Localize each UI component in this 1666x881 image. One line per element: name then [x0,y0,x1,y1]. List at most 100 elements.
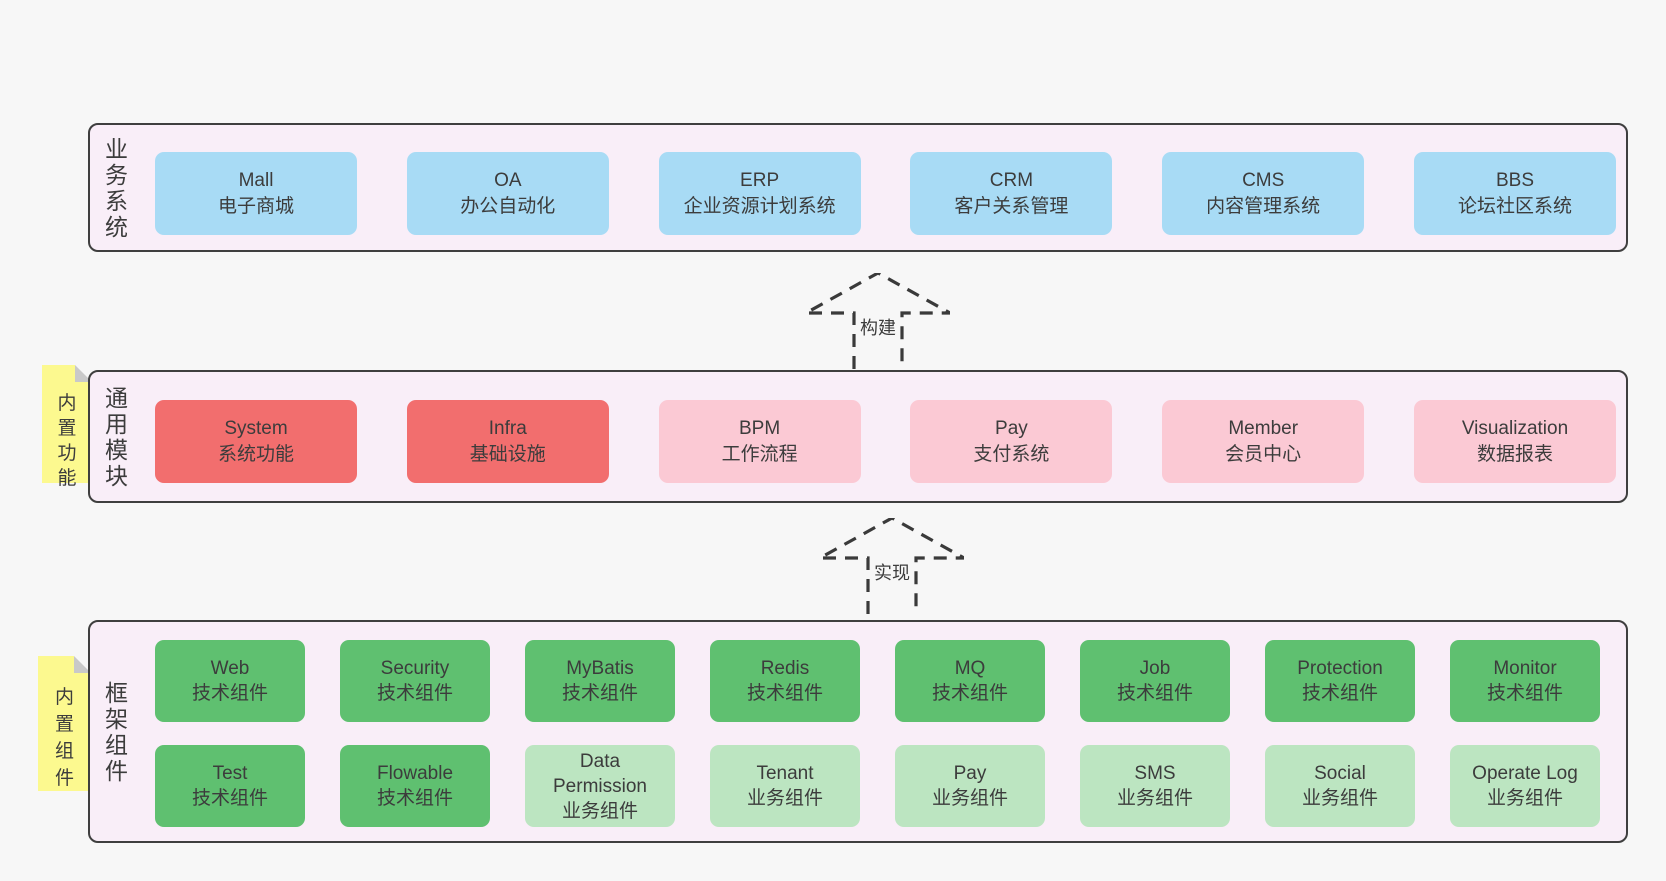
layer-title-vertical: 框架组件 [105,679,128,784]
module-name: MQ [954,658,986,679]
folded-corner-icon [75,365,92,382]
module-box-pay: Pay 业务组件 [895,745,1045,827]
module-name: Tenant [756,763,814,784]
dashed-up-arrow-icon [806,273,950,369]
module-desc: 技术组件 [191,683,268,704]
layer-title-vertical: 通用模块 [105,384,128,489]
module-name: Monitor [1493,658,1557,679]
module-name: CMS [1242,169,1285,191]
module-desc: 技术组件 [376,683,453,704]
module-desc: 支付系统 [973,443,1050,465]
module-name: SMS [1134,763,1176,784]
module-name: Pay [995,417,1028,439]
module-box-social: Social 业务组件 [1265,745,1415,827]
module-desc: 办公自动化 [460,195,556,217]
module-box-protection: Protection 技术组件 [1265,640,1415,722]
module-name: System [224,417,288,439]
module-desc: 工作流程 [721,443,798,465]
sticky-note-label: 内置功能 [57,393,77,489]
module-desc: 系统功能 [217,443,294,465]
module-name: BBS [1495,169,1534,191]
module-desc: 数据报表 [1476,443,1553,465]
module-desc: 企业资源计划系统 [683,195,836,217]
module-name: Protection [1297,658,1383,679]
sticky-note-label: 内置组件 [54,687,74,789]
module-box-cms: CMS 内容管理系统 [1162,152,1365,235]
module-box-web: Web 技术组件 [155,640,305,722]
module-box-mybatis: MyBatis 技术组件 [525,640,675,722]
module-desc: 内容管理系统 [1206,195,1321,217]
module-desc: 业务组件 [746,788,823,809]
module-box-system: System 系统功能 [155,400,357,483]
arrow-label: 实现 [871,559,913,585]
module-name: Web [210,658,250,679]
module-desc: 业务组件 [1301,788,1378,809]
module-desc: 技术组件 [376,788,453,809]
module-box-operate-log: Operate Log 业务组件 [1450,745,1600,827]
module-name: Test [212,763,248,784]
arrow-label: 构建 [857,314,899,340]
module-desc: 技术组件 [1486,683,1563,704]
module-desc: 业务组件 [1486,788,1563,809]
sticky-note-builtin-components: 内置组件 [38,656,91,791]
module-box-redis: Redis 技术组件 [710,640,860,722]
module-name: Security [380,658,450,679]
module-desc: 论坛社区系统 [1457,195,1572,217]
module-desc: 技术组件 [746,683,823,704]
module-box-pay: Pay 支付系统 [910,400,1113,483]
arrow-build-up: 构建 [806,273,950,369]
module-name: Mall [238,169,274,191]
module-desc: 业务组件 [931,788,1008,809]
module-box-security: Security 技术组件 [340,640,490,722]
module-name: MyBatis [566,658,634,679]
module-box-flowable: Flowable 技术组件 [340,745,490,827]
module-desc: 业务组件 [1116,788,1193,809]
module-box-crm: CRM 客户关系管理 [910,152,1113,235]
module-desc: 技术组件 [1301,683,1378,704]
module-box-data-permission: Data Permission 业务组件 [525,745,675,827]
arrow-implement-up: 实现 [820,518,964,614]
dashed-up-arrow-icon [820,518,964,614]
module-name: Pay [953,763,987,784]
module-name: Redis [760,658,810,679]
module-box-erp: ERP 企业资源计划系统 [658,152,861,235]
module-box-sms: SMS 业务组件 [1080,745,1230,827]
module-desc: 技术组件 [191,788,268,809]
module-desc: 会员中心 [1225,443,1302,465]
module-box-bbs: BBS 论坛社区系统 [1413,152,1616,235]
module-name: CRM [989,169,1034,191]
module-name: Flowable [376,763,454,784]
module-box-tenant: Tenant 业务组件 [710,745,860,827]
module-desc: 技术组件 [1116,683,1193,704]
module-desc: 技术组件 [931,683,1008,704]
module-name: Operate Log [1472,763,1578,784]
module-box-job: Job 技术组件 [1080,640,1230,722]
module-name: Job [1139,658,1171,679]
sticky-note-builtin-features: 内置功能 [42,365,92,489]
module-desc: 客户关系管理 [954,195,1069,217]
module-box-test: Test 技术组件 [155,745,305,827]
module-name: Social [1314,763,1366,784]
layer-title-vertical: 业务系统 [105,135,128,240]
module-name: BPM [739,417,781,439]
module-desc: 技术组件 [561,683,638,704]
module-box-mq: MQ 技术组件 [895,640,1045,722]
module-name: OA [494,169,522,191]
module-name: Data Permission [553,750,647,797]
folded-corner-icon [74,656,91,673]
module-box-bpm: BPM 工作流程 [658,400,861,483]
module-desc: 业务组件 [561,800,638,822]
module-name: Visualization [1461,417,1569,439]
module-name: ERP [740,169,780,191]
